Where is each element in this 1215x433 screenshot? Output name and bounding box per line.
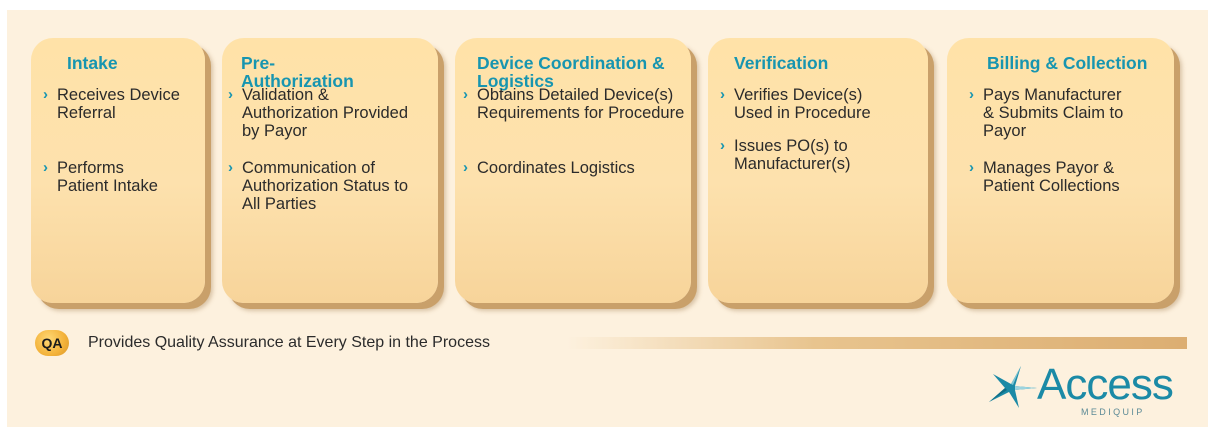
stage-item: › Performs Patient Intake (43, 159, 163, 195)
chevron-right-icon: › (720, 137, 725, 154)
stage-title: Intake (67, 53, 118, 73)
chevron-right-icon: › (720, 86, 725, 103)
stage-item: › Validation & Authorization Provided by… (228, 86, 428, 140)
stage-item-text: Issues PO(s) to Manufacturer(s) (734, 137, 851, 173)
stage-item-text: Validation & Authorization Provided by P… (242, 86, 409, 140)
stage-card-intake: Intake › Receives Device Referral › Perf… (31, 38, 205, 303)
stage-title: Verification (734, 53, 829, 73)
chevron-right-icon: › (463, 159, 468, 176)
chevron-right-icon: › (228, 159, 233, 176)
stage-item: › Issues PO(s) to Manufacturer(s) (720, 137, 870, 173)
stage-item-text: Receives Device Referral (57, 86, 180, 122)
stage-title: Billing & Collection (987, 53, 1148, 73)
stage-item-text: Pays Manufacturer & Submits Claim to Pay… (983, 86, 1124, 140)
stage-item: › Coordinates Logistics (463, 159, 685, 177)
chevron-right-icon: › (463, 86, 468, 103)
chevron-right-icon: › (969, 86, 974, 103)
stage-item: › Receives Device Referral (43, 86, 193, 122)
stage-card-pre-authorization: Pre-Authorization › Validation & Authori… (222, 38, 438, 303)
chevron-right-icon: › (969, 159, 974, 176)
logo-subtitle: MEDIQUIP (1081, 407, 1145, 417)
company-logo: Access MEDIQUIP (985, 362, 1195, 418)
diagram-canvas: Intake › Receives Device Referral › Perf… (7, 10, 1208, 427)
chevron-right-icon: › (43, 159, 48, 176)
stage-card-billing-collection: Billing & Collection › Pays Manufacturer… (947, 38, 1174, 303)
qa-description: Provides Quality Assurance at Every Step… (88, 334, 490, 351)
qa-badge: QA (35, 330, 69, 356)
stage-card-device-coordination: Device Coordination & Logistics › Obtain… (455, 38, 691, 303)
stage-item-text: Verifies Device(s) Used in Procedure (734, 86, 871, 122)
stage-item: › Verifies Device(s) Used in Procedure (720, 86, 895, 122)
stage-item-text: Performs Patient Intake (57, 159, 158, 195)
stage-item-text: Communication of Authorization Status to… (242, 159, 409, 213)
stage-item: › Communication of Authorization Status … (228, 159, 413, 213)
stage-item: › Obtains Detailed Device(s) Requirement… (463, 86, 685, 122)
chevron-right-icon: › (43, 86, 48, 103)
stage-item: › Manages Payor & Patient Collections (969, 159, 1144, 195)
stage-item: › Pays Manufacturer & Submits Claim to P… (969, 86, 1129, 140)
stage-title: Device Coordination & Logistics (477, 53, 665, 91)
qa-gradient-bar (567, 337, 1187, 349)
stage-card-verification: Verification › Verifies Device(s) Used i… (708, 38, 928, 303)
stage-title: Pre-Authorization (241, 53, 354, 91)
logo-wordmark: Access (1037, 360, 1174, 409)
stage-item-text: Manages Payor & Patient Collections (983, 159, 1120, 195)
stage-item-text: Coordinates Logistics (477, 159, 635, 177)
chevron-right-icon: › (228, 86, 233, 103)
stage-item-text: Obtains Detailed Device(s) Requirements … (477, 86, 685, 122)
star-logo-icon (989, 366, 1037, 408)
